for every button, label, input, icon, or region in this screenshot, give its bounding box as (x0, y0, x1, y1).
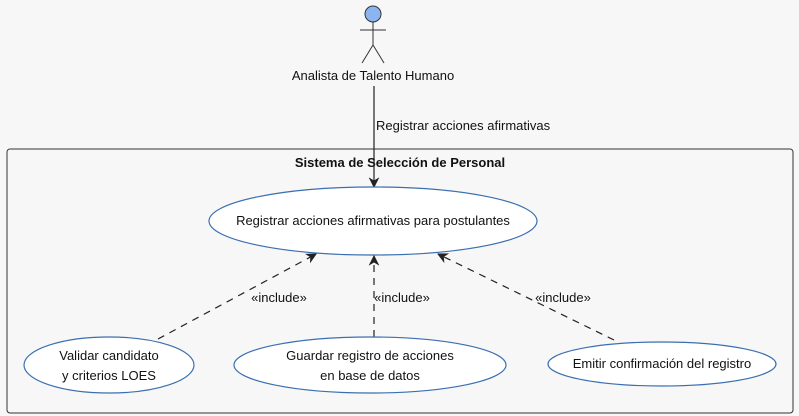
actor-right-leg (372, 44, 385, 64)
use-case-validar[interactable]: Validar candidato y criterios LOES (23, 336, 195, 394)
use-case-emitir-label: Emitir confirmación del registro (573, 356, 751, 371)
use-case-registrar[interactable]: Registrar acciones afirmativas para post… (208, 186, 538, 256)
actor-left-leg (361, 44, 374, 64)
include-label-emitir: «include» (535, 290, 591, 305)
include-line-emitir (437, 253, 615, 341)
include-label-guardar: «include» (374, 290, 430, 305)
use-case-validar-label-line2: y criterios LOES (62, 368, 156, 383)
use-case-guardar-label-line1: Guardar registro de acciones (286, 348, 454, 363)
use-case-guardar-shape (233, 336, 507, 394)
include-line-validar (157, 253, 317, 340)
use-case-registrar-label: Registrar acciones afirmativas para post… (236, 213, 510, 228)
use-case-emitir[interactable]: Emitir confirmación del registro (547, 341, 777, 387)
actor-name: Analista de Talento Humano (292, 68, 454, 83)
use-case-guardar-label-line2: en base de datos (320, 368, 420, 383)
association-label: Registrar acciones afirmativas (376, 118, 551, 133)
actor-figure[interactable] (360, 5, 386, 64)
use-case-guardar[interactable]: Guardar registro de acciones en base de … (233, 336, 507, 394)
use-case-validar-shape (23, 336, 195, 394)
use-case-emitir-shape (547, 341, 777, 387)
actor-head (364, 5, 382, 23)
system-title: Sistema de Selección de Personal (295, 155, 505, 170)
use-case-validar-label-line1: Validar candidato (59, 348, 159, 363)
include-label-validar: «include» (251, 290, 307, 305)
